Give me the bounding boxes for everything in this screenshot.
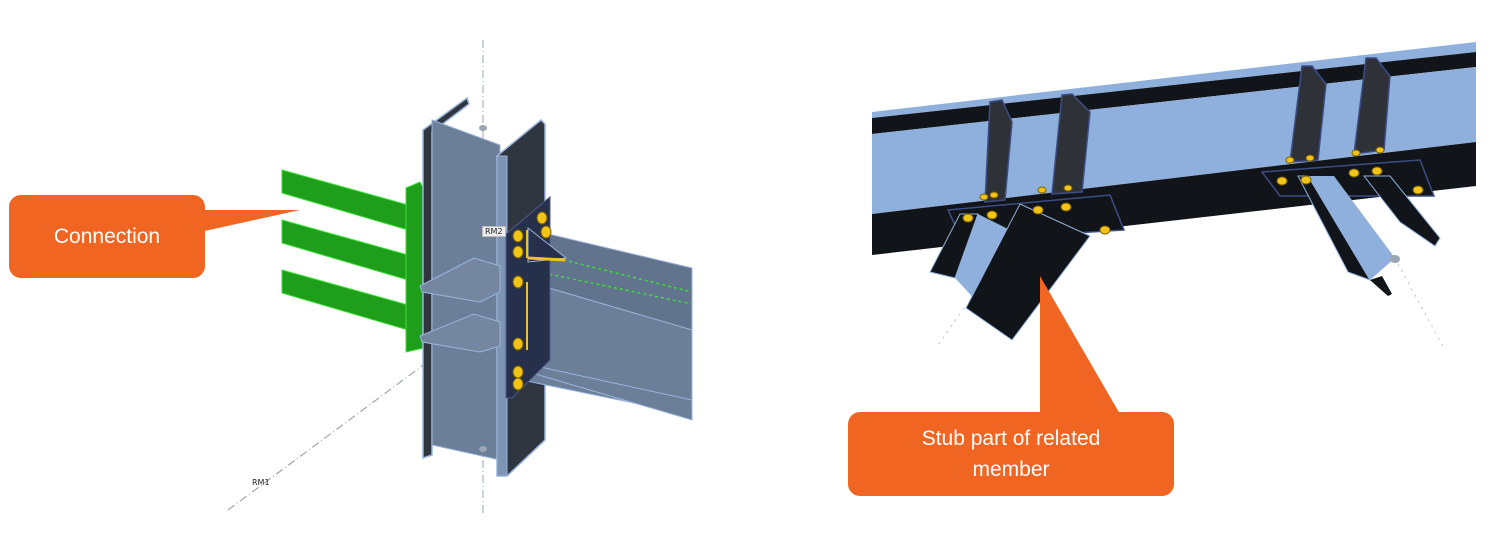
weld-line [539,253,693,293]
stub-callout-line1: Stub part of related [921,427,1101,450]
stiffener-plate-lower [419,313,501,353]
stub-axis-line [935,307,965,349]
stub-callout-line2: member [972,458,1050,481]
stiffener-plate-upper [419,257,501,303]
column-bottom-node [479,446,487,452]
stub-part-right [1297,175,1441,296]
rm1-label: RM1 [252,478,270,487]
stiffeners [984,57,1391,203]
column-top-node [479,125,487,131]
bolt-group [512,211,552,391]
connection-callout [9,195,300,278]
bolt-group-right [962,146,1424,235]
rm2-label: RM2 [482,226,506,237]
weld-line [519,267,693,305]
main-beam-web [872,67,1476,214]
stub-callout [848,276,1174,496]
rm1-axis-line [227,359,431,511]
stub-part-left [929,203,1091,341]
main-beam-top-flange [872,42,1476,118]
stub-axis-line [1397,263,1446,351]
weld-yellow [527,256,566,262]
main-beam-top-flange-dark [872,52,1476,134]
left-model-view [227,40,693,515]
connection-callout-text: Connection [53,225,161,248]
right-model-view [872,42,1476,351]
stub-callout-text: Stub part of related member [848,423,1174,485]
